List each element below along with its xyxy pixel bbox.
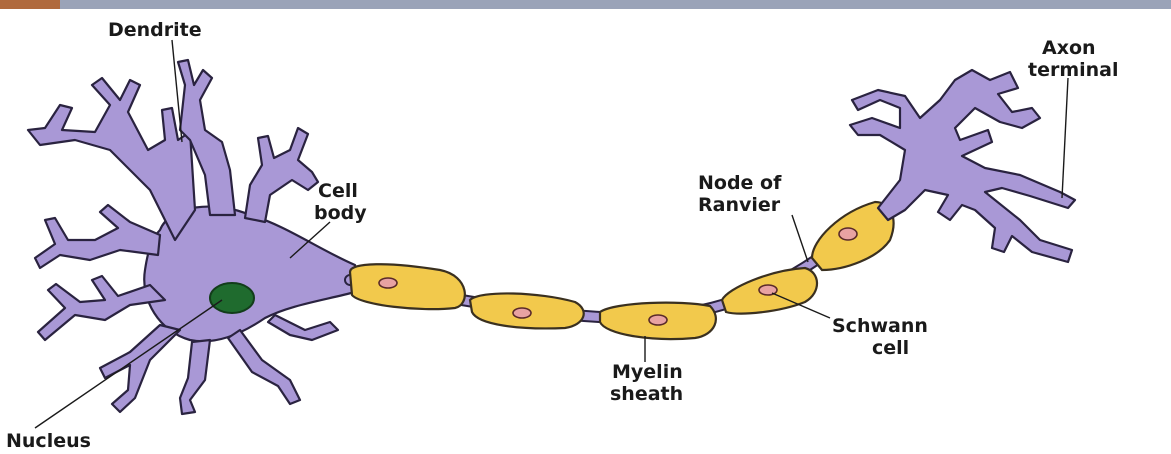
leader-node-of-ranvier (792, 215, 808, 262)
schwann-nucleus (839, 228, 857, 240)
label-node-of-ranvier-line2: Ranvier (698, 194, 781, 216)
schwann-nucleus (649, 315, 667, 325)
top-band (0, 0, 1171, 9)
label-node-of-ranvier-line1: Node of (698, 172, 782, 194)
dendrite-left (35, 205, 160, 268)
dendrite-lower-left (38, 276, 165, 340)
label-schwann-cell-line1: Schwann (832, 315, 928, 337)
schwann-nucleus (513, 308, 531, 318)
cell-body-and-dendrites (28, 60, 355, 414)
dendrite-bottom-center (180, 340, 210, 414)
label-axon-terminal-line1: Axon (1042, 37, 1096, 59)
nucleus-shape (210, 283, 254, 313)
label-cell-body-line1: Cell (318, 180, 358, 202)
myelin-segment (350, 264, 465, 309)
dendrite-bottom (100, 325, 180, 412)
schwann-nucleus (379, 278, 397, 288)
dendrite-lower-right (268, 315, 338, 340)
dendrite-upper-right (245, 128, 318, 222)
label-cell-body-line2: body (314, 202, 367, 224)
myelin-sheath-segments (350, 202, 894, 339)
label-myelin-sheath-line2: sheath (610, 383, 683, 405)
label-schwann-cell-line2: cell (872, 337, 909, 359)
label-nucleus: Nucleus (6, 430, 91, 452)
leader-axon-terminal (1062, 78, 1068, 198)
label-dendrite: Dendrite (108, 19, 202, 41)
label-axon-terminal-line2: terminal (1028, 59, 1119, 81)
top-corner-accent (0, 0, 60, 9)
label-myelin-sheath-line1: Myelin (612, 361, 683, 383)
dendrite-bottom-right (228, 330, 300, 404)
